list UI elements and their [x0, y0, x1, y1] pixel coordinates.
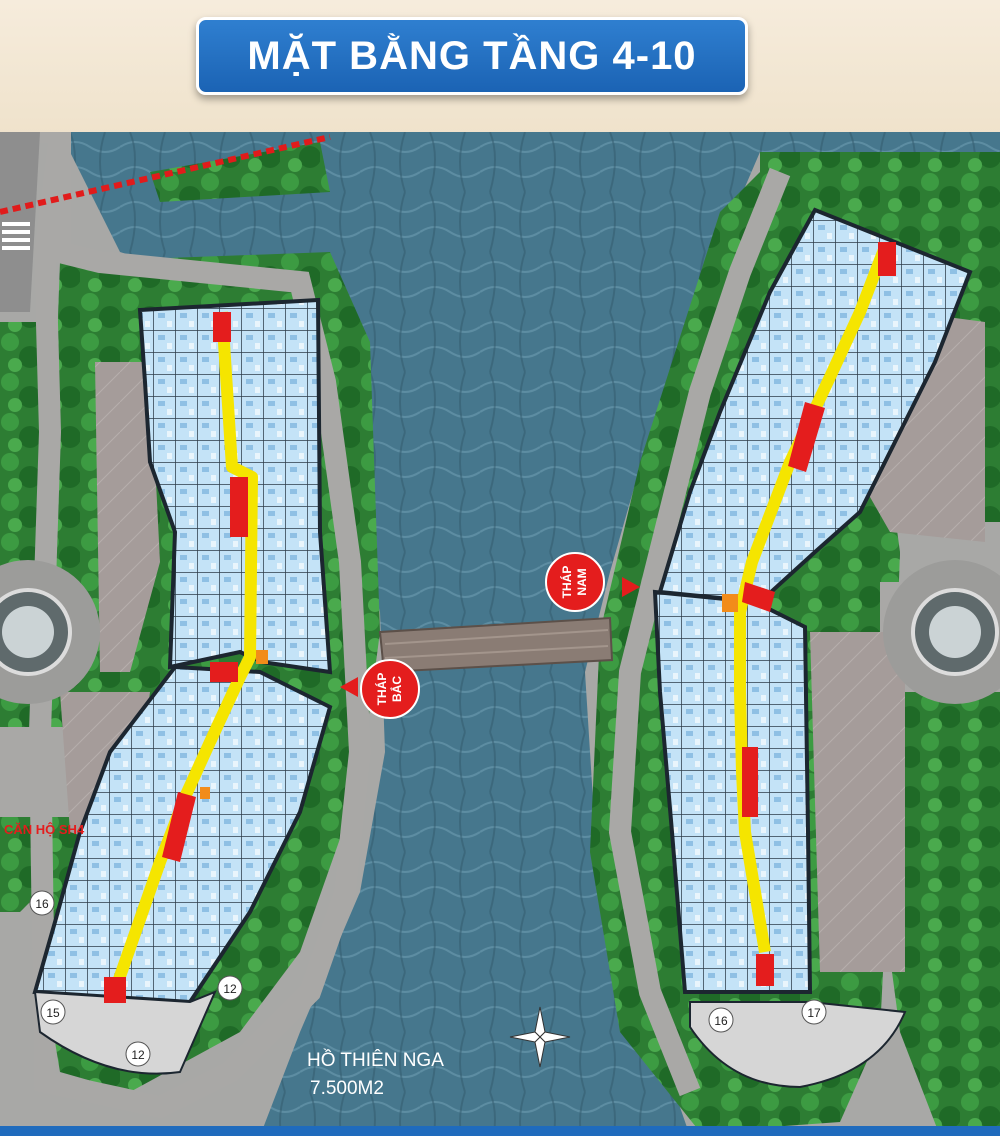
footbridge	[378, 616, 614, 674]
unit-badge-16-south: 16	[708, 1007, 734, 1033]
top-green-strip	[150, 142, 330, 202]
svg-text:17: 17	[807, 1006, 821, 1020]
unit-badge-16-north: 16	[29, 890, 55, 916]
svg-text:12: 12	[223, 982, 237, 996]
svg-text:16: 16	[714, 1014, 728, 1028]
unit-badge-12-north-b: 12	[125, 1041, 151, 1067]
north-ring-road	[0, 132, 372, 1119]
boundary-line	[0, 134, 331, 215]
right-green-area-2	[880, 692, 1000, 1136]
footbridge-planks	[384, 629, 609, 659]
unit-badge-17-south: 17	[801, 999, 827, 1025]
svg-text:12: 12	[131, 1048, 145, 1062]
south-ring-road	[608, 167, 791, 1097]
bottom-strip	[0, 1126, 1000, 1136]
lake-name: HỒ THIÊN NGA	[307, 1049, 444, 1071]
south-parking-southeast	[810, 632, 905, 972]
east-roundabout	[883, 560, 1000, 704]
north-tower-label-2: BẮC	[389, 676, 404, 702]
apartment-label: CĂN HỘ SH4	[4, 822, 85, 837]
south-tower	[652, 207, 973, 1089]
header-banner: MẶT BẰNG TẦNG 4-10	[0, 0, 1000, 138]
svg-text:15: 15	[46, 1006, 60, 1020]
north-tower-marker: THÁP BẮC	[340, 659, 420, 719]
north-tower	[32, 297, 333, 1075]
west-roundabout	[0, 560, 100, 704]
svg-text:16: 16	[35, 897, 49, 911]
north-parking-west	[95, 362, 160, 672]
south-tower-label-1: THÁP	[559, 566, 574, 599]
site-plan-drawing: THÁP BẮC THÁP NAM CĂN HỘ SH4 16 15 12 12…	[0, 132, 1000, 1136]
unit-badge-15-north: 15	[40, 999, 66, 1025]
site-plan: THÁP BẮC THÁP NAM CĂN HỘ SH4 16 15 12 12…	[0, 132, 1000, 1136]
page-title: MẶT BẰNG TẦNG 4-10	[196, 17, 748, 95]
crosswalk	[2, 222, 30, 250]
north-tower-label-1: THÁP	[374, 673, 389, 706]
south-tower-marker: THÁP NAM	[545, 552, 640, 612]
unit-badge-12-north-a: 12	[217, 975, 243, 1001]
lake-area: 7.500M2	[310, 1078, 384, 1099]
south-tower-label-2: NAM	[575, 568, 589, 595]
compass-rose	[509, 1006, 571, 1068]
